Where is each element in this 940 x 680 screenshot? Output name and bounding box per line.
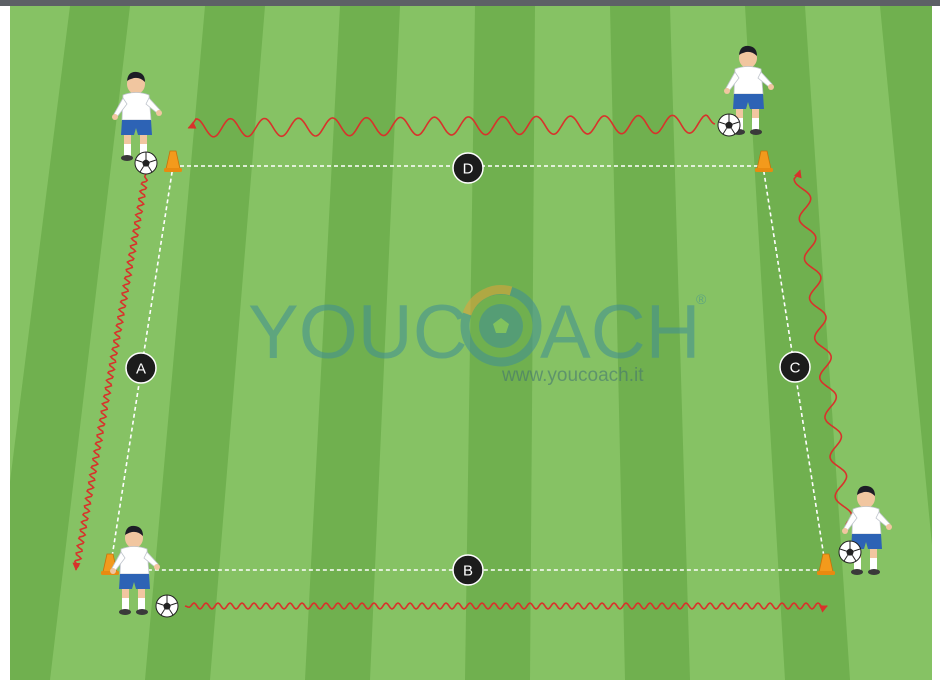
- marker-a: A: [126, 353, 156, 383]
- ball-icon: [156, 595, 178, 617]
- watermark-brand-right: ACH: [540, 290, 700, 375]
- marker-d-label: D: [463, 161, 474, 178]
- watermark-brand-left: YOUC: [248, 290, 468, 375]
- marker-c: C: [780, 352, 810, 382]
- marker-d: D: [453, 153, 483, 183]
- marker-a-label: A: [136, 361, 146, 378]
- watermark-registered-mark: ®: [696, 291, 707, 307]
- ball-icon: [839, 541, 861, 563]
- ball-icon: [718, 114, 740, 136]
- watermark-url: www.youcoach.it: [501, 365, 644, 386]
- marker-c-label: C: [790, 360, 801, 377]
- marker-b-label: B: [463, 563, 473, 580]
- soccer-pitch: YOUC ACH ® www.youcoach.it: [10, 6, 932, 680]
- ball-icon: [135, 152, 157, 174]
- marker-b: B: [453, 555, 483, 585]
